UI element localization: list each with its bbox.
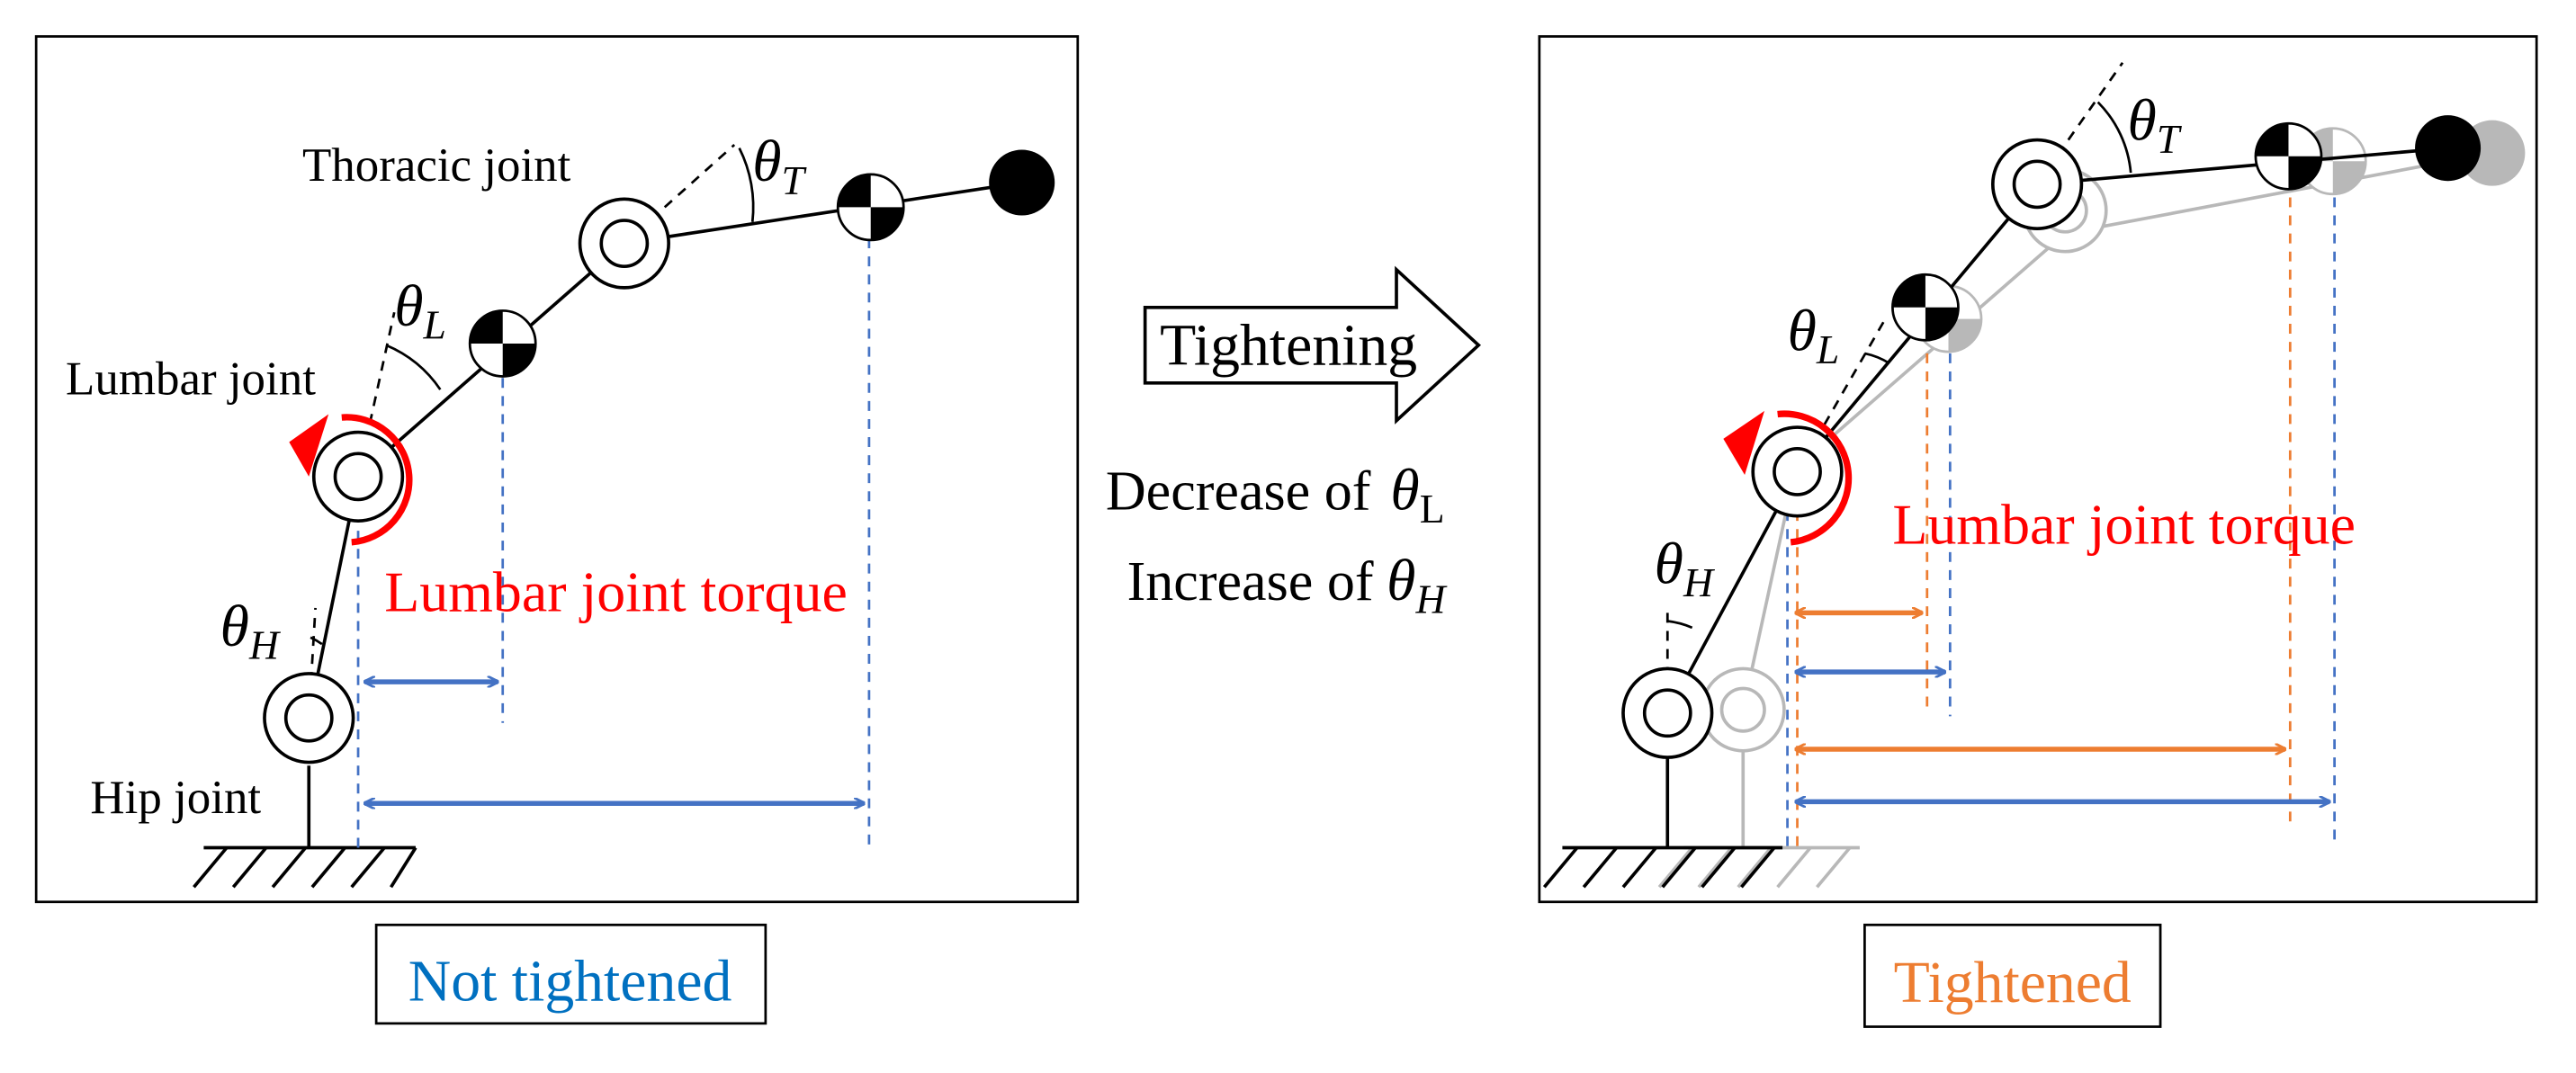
right-torque-arrowhead: [1723, 410, 1765, 476]
right-torque-label: Lumbar joint torque: [1892, 493, 2356, 557]
right-theta-L: θL: [1788, 298, 1840, 372]
left-panel: Thoracic joint Lumbar joint Hip joint Lu…: [34, 35, 1080, 1025]
tightening-arrow-label: Tightening: [1160, 313, 1417, 379]
right-theta-T: θT: [2128, 88, 2183, 163]
right-caption-box: [1863, 923, 2162, 1028]
right-lumbar-joint: [1751, 425, 1844, 518]
left-panel-frame: [34, 35, 1080, 904]
right-thoracic-joint: [1990, 138, 2084, 230]
left-torque-arrow: [341, 414, 413, 546]
left-lumbar-label: Lumbar joint: [66, 353, 316, 406]
right-torque-arrow: [1777, 410, 1853, 546]
right-lumbar-com-marker: [1891, 273, 1960, 342]
left-hip-label: Hip joint: [90, 772, 261, 824]
left-lumbar-com-marker: [468, 309, 537, 378]
right-angle-arcs: [1667, 101, 2132, 630]
left-theta-H: θH: [220, 594, 281, 668]
left-thoracic-joint: [578, 197, 670, 290]
right-theta-H: θH: [1655, 532, 1715, 606]
left-thoracic-label: Thoracic joint: [302, 139, 571, 192]
left-torque-arrowhead: [289, 414, 329, 477]
left-ground: [193, 765, 417, 889]
right-ground: [1542, 756, 1783, 889]
right-thoracic-com-marker: [2254, 121, 2323, 191]
right-caption: Tightened: [1894, 950, 2132, 1015]
left-hip-joint: [263, 672, 355, 765]
left-caption: Not tightened: [408, 948, 732, 1014]
right-hip-joint: [1621, 666, 1714, 759]
right-orange-dashes: [1796, 197, 2292, 848]
left-theta-T: θT: [752, 129, 807, 203]
right-panel: Lumbar joint torque θT θL θH Tightened: [1538, 35, 2538, 1028]
tightening-arrow-shape: [1143, 265, 1482, 425]
right-blue-dashes: [1786, 197, 2336, 848]
left-head-mass: [989, 149, 1055, 216]
left-thoracic-com-marker: [836, 173, 905, 242]
right-head-mass: [2415, 115, 2482, 182]
left-caption-box: [374, 923, 767, 1025]
left-angle-arcs: [310, 148, 755, 646]
left-theta-L: θL: [394, 273, 446, 348]
left-lumbar-joint: [311, 430, 405, 523]
left-torque-label: Lumbar joint torque: [384, 560, 848, 624]
